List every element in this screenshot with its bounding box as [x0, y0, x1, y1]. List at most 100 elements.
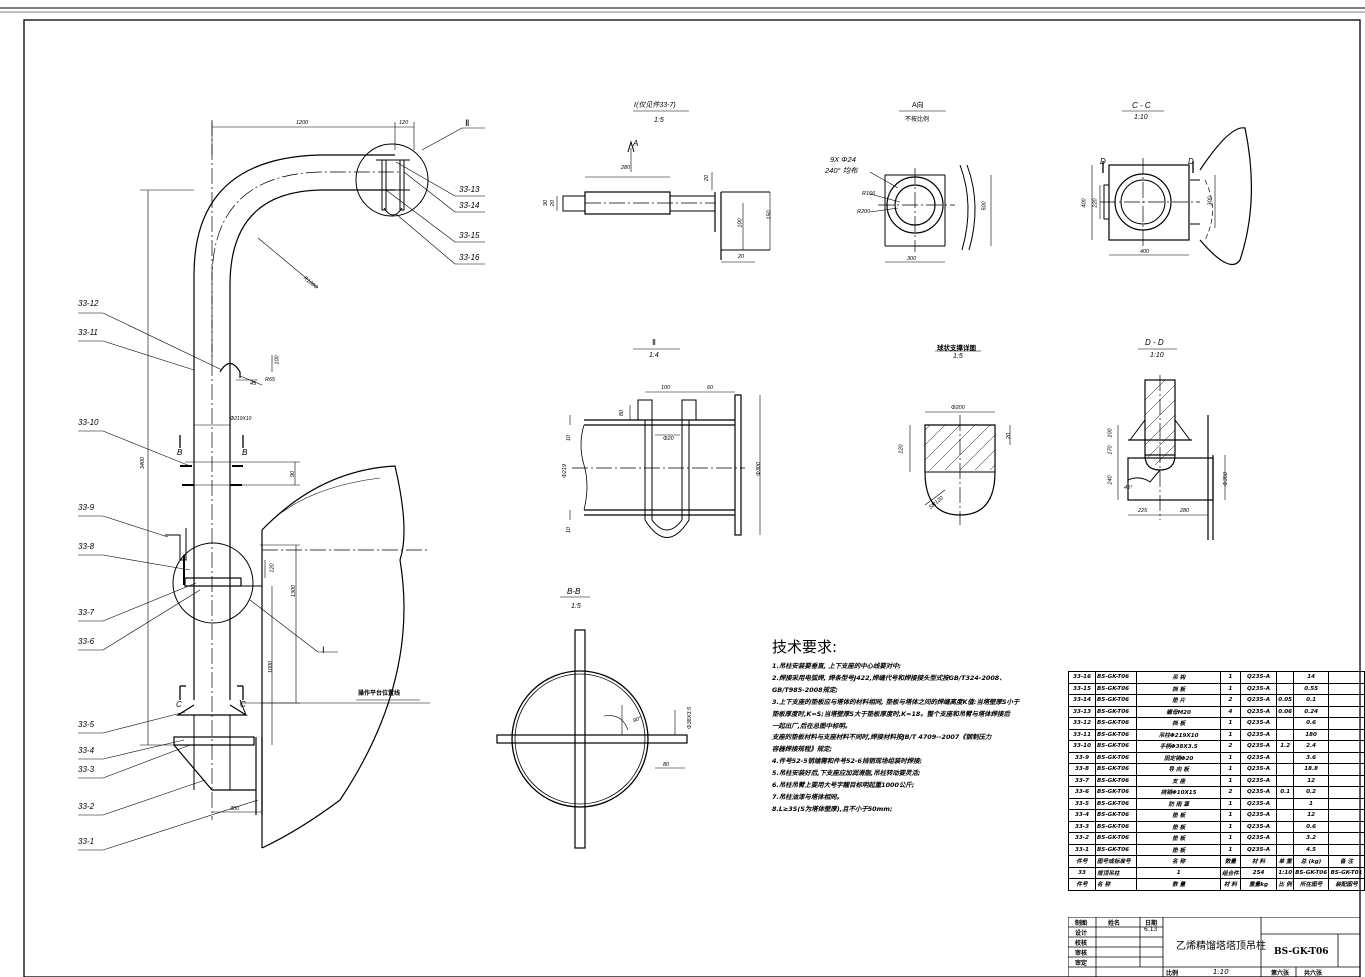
bom-cell: BS-GK-T06	[1095, 694, 1138, 707]
D-right-mark: D	[1188, 157, 1194, 166]
bom-cell: 1	[1220, 820, 1241, 833]
part-label: 33-4	[78, 746, 95, 755]
dim-text: 170	[1107, 445, 1114, 455]
bom-cell	[1276, 820, 1295, 833]
bom-cell: 0.05	[1276, 694, 1295, 707]
bom-cell: 1	[1220, 763, 1241, 776]
bom-cell: 名 称	[1136, 855, 1222, 868]
dim-text: 280	[1180, 508, 1190, 514]
bom-cell: 图号或标准号	[1095, 855, 1138, 868]
sec-A-sub: 不按比例	[905, 117, 930, 123]
part-label: 33-16	[459, 253, 480, 262]
bom-cell	[1328, 820, 1365, 833]
bom-cell: Q235-A	[1239, 820, 1278, 833]
bom-header-row: 件号图号或标准号名 称数量材 料单 重总 (kg)备 注	[1067, 855, 1365, 868]
section-A-view	[869, 110, 992, 263]
bom-cell: 33-5	[1067, 797, 1097, 810]
bom-cell: 14	[1293, 671, 1330, 684]
title-block: 制图 设计 校核 审核 审定 姓名 日期 6.13 乙烯精馏塔塔顶吊柱 BS-G…	[1068, 917, 1360, 977]
bom-cell: 1	[1220, 809, 1241, 822]
bom-cell: Q235-A	[1239, 809, 1278, 822]
bom-cell: BS-GK-T06	[1095, 809, 1138, 822]
part-label: 33-11	[78, 328, 98, 337]
bom-cell	[1328, 809, 1365, 822]
bom-cell: BS-GK-T06	[1095, 717, 1138, 730]
bom-cell: 垫 板	[1136, 843, 1222, 856]
bom-cell: 挡 板	[1136, 682, 1222, 695]
dim-text: 1000	[268, 660, 275, 674]
sec-ball-title: 球状支撑详图	[937, 345, 976, 352]
bom-cell: 180	[1293, 728, 1330, 741]
dim-text: 10	[566, 526, 573, 534]
bom-cell: Q235-A	[1239, 717, 1278, 730]
dim-text: 300	[1207, 196, 1214, 206]
dim-text: 1300	[291, 584, 298, 598]
bom-cell: BS-GK-T06	[1095, 671, 1138, 684]
bom-cell: 3.2	[1293, 832, 1330, 845]
dim-text: 220	[1092, 198, 1099, 208]
bom-cell	[1276, 682, 1295, 695]
bom-cell: Q235-A	[1239, 751, 1278, 764]
title-block-grid	[1068, 917, 1360, 977]
dim-text: Φ38X3.5	[687, 706, 694, 730]
bom-cell	[1328, 751, 1365, 764]
tb-total: 共六张	[1304, 970, 1323, 977]
bom-cell: 33-6	[1067, 786, 1097, 799]
bom-cell	[1328, 728, 1365, 741]
bom-cell: 件号	[1067, 855, 1097, 868]
bom-cell: BS-GK-T06	[1095, 786, 1138, 799]
sec-ball-scale: 1:5	[953, 353, 963, 360]
bom-cell: 33-14	[1067, 694, 1097, 707]
bom-cell: 33-11	[1067, 728, 1097, 741]
bom-cell: 1	[1220, 682, 1241, 695]
tb-col-date: 日期	[1145, 920, 1158, 927]
bom-cell: 1:10	[1276, 866, 1295, 879]
bom-cell: Q235-A	[1239, 682, 1278, 695]
bom-cell: Q235-A	[1239, 694, 1278, 707]
bom-cell: 支 座	[1136, 774, 1222, 787]
bom-cell: 垫 板	[1136, 809, 1222, 822]
bom-cell: BS-GK-T06	[1095, 740, 1138, 753]
part-label: 33-8	[78, 542, 95, 551]
part-label: 33-1	[78, 837, 95, 846]
bom-cell: Q235-A	[1239, 797, 1278, 810]
dim-text: 225	[1138, 508, 1148, 514]
dim-text: R200	[857, 209, 871, 215]
bom-cell: BS-GK-T01	[1328, 866, 1365, 879]
tech-item: 垫板厚度时,K=S;当塔壁厚S大于垫板厚度时,K=18。整个支座和吊臂与塔体焊接…	[772, 709, 1010, 718]
bom-cell	[1276, 797, 1295, 810]
bom-cell: 1	[1220, 717, 1241, 730]
bom-cell: 254	[1239, 866, 1278, 879]
bom-cell: 手柄Φ38X3.5	[1136, 740, 1222, 753]
B-right-mark: B	[242, 448, 248, 457]
tech-item: 容器焊接规程》规定;	[772, 745, 833, 754]
part-label: 33-12	[78, 299, 99, 308]
bom-cell: Q235-A	[1239, 832, 1278, 845]
dim-text: 280	[621, 165, 631, 171]
bom-cell: BS-GK-T06	[1095, 751, 1138, 764]
bom-cell: 1.2	[1276, 740, 1295, 753]
bom-cell: 0.2	[1293, 786, 1330, 799]
bom-cell: 33-13	[1067, 705, 1097, 718]
dim-text: Φ200	[951, 405, 965, 411]
bom-cell: 2	[1220, 740, 1241, 753]
bom-cell: 螺母M20	[1136, 705, 1222, 718]
dim-text: Φ350	[1222, 472, 1229, 486]
bom-cell: 2.4	[1293, 740, 1330, 753]
tech-item: 4.件号52-5销端需和件号52-6挡销现场组装时焊接;	[772, 757, 923, 766]
dim-text: 45	[250, 381, 257, 387]
bom-cell: 1	[1136, 866, 1222, 879]
bom-cell	[1276, 774, 1295, 787]
bom-cell: Q235-A	[1239, 763, 1278, 776]
bom-cell	[1328, 694, 1365, 707]
dim-text: 1200	[296, 120, 309, 126]
bom-cell: 单 重	[1276, 855, 1295, 868]
